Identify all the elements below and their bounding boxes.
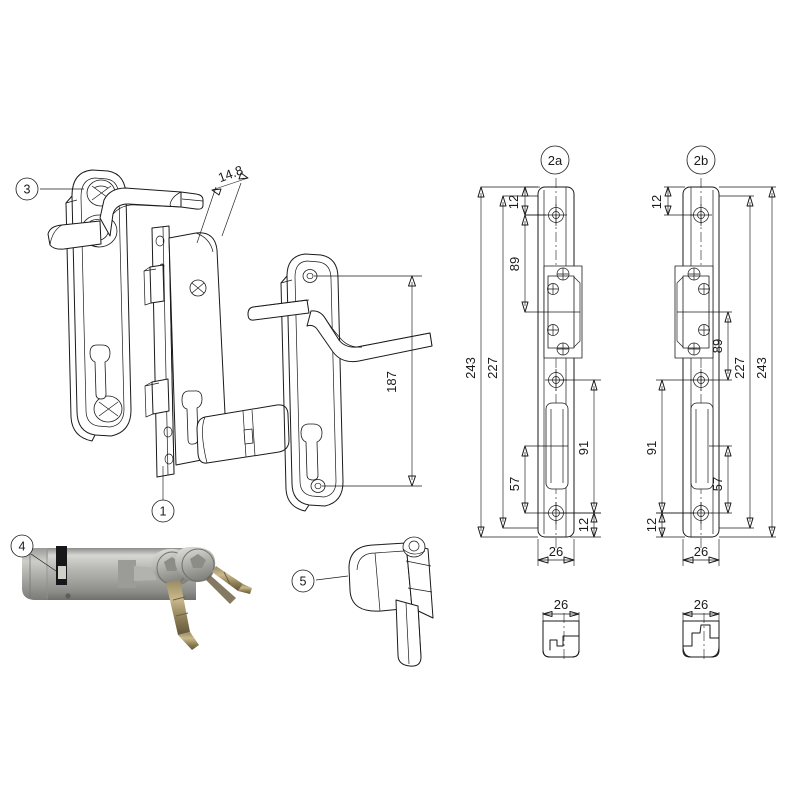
dim-2a-26-label: 26 (549, 544, 563, 559)
dim-2a-89: 89 (507, 214, 580, 313)
dim-2a-12-bottom-label: 12 (576, 518, 591, 532)
dim-2b-91-label: 91 (644, 441, 659, 455)
dim-2b-89-label: 89 (710, 339, 725, 353)
section-b-26-label: 26 (694, 597, 708, 612)
dim-2a-243: 243 (463, 186, 538, 538)
left-handle-backplate (47, 169, 204, 442)
balloon-5[interactable]: 5 (291, 569, 349, 593)
balloon-3-label: 3 (24, 183, 31, 197)
dim-2a-57-label: 57 (507, 477, 522, 491)
dim-2b-26-label: 26 (694, 544, 708, 559)
latch-keep-bracket (348, 536, 434, 667)
balloon-1[interactable]: 1 (151, 466, 175, 523)
view-label-2a: 2a (540, 145, 570, 175)
dim-2a-12-top-label: 12 (506, 195, 521, 209)
dim-2b-227: 227 (719, 195, 754, 529)
mortise-lock-body (143, 225, 228, 478)
dim-2b-12-top: 12 (649, 186, 694, 216)
dimension-187: 187 (314, 275, 422, 487)
dim-2a-91-label: 91 (576, 441, 591, 455)
dim-2b-12-bottom-label: 12 (644, 518, 659, 532)
section-profile-a: 26 (542, 597, 580, 662)
dim-2a-227: 227 (485, 195, 538, 529)
dim-2b-243: 243 (719, 186, 776, 538)
section-profile-b: 26 (682, 597, 720, 662)
balloon-4-label: 4 (19, 540, 26, 554)
dim-2a-26: 26 (537, 539, 575, 566)
view-label-2b: 2b (686, 145, 716, 175)
dim-2a-243-label: 243 (463, 357, 478, 379)
dim-2b-89: 89 (677, 311, 732, 381)
dim-2a-57: 57 (507, 445, 568, 514)
dim-2b-12-bottom: 12 (644, 512, 694, 538)
right-handle-backplate (247, 253, 433, 512)
dim-2a-89-label: 89 (507, 257, 522, 271)
dim-2b-57-label: 57 (710, 477, 725, 491)
dim-2b-227-label: 227 (732, 357, 747, 379)
balloon-1-label: 1 (160, 505, 167, 519)
dim-14-8-label: 14.8 (216, 162, 245, 185)
balloon-4[interactable]: 4 (10, 534, 57, 572)
section-a-26-label: 26 (554, 597, 568, 612)
view-2a-label: 2a (548, 153, 563, 168)
euro-profile-cylinder-with-keys (22, 546, 252, 650)
balloon-3[interactable]: 3 (15, 177, 84, 201)
assembly-cylinder (196, 404, 290, 464)
striker-plate-2a: 243 227 89 57 (463, 178, 601, 566)
view-2b-label: 2b (694, 153, 708, 168)
dim-2b-26: 26 (682, 539, 720, 566)
balloon-5-label: 5 (300, 575, 307, 589)
dim-2b-57: 57 (709, 445, 732, 514)
dim-2b-243-label: 243 (754, 357, 769, 379)
dim-2a-12-top: 12 (506, 186, 546, 216)
striker-plate-2b: 243 227 89 57 (644, 178, 776, 566)
dim-187-label: 187 (384, 371, 399, 393)
dim-2a-227-label: 227 (485, 357, 500, 379)
dimension-14-8: 14.8 (196, 162, 249, 244)
dim-2b-12-top-label: 12 (649, 195, 664, 209)
dim-2a-12-bottom: 12 (560, 512, 601, 538)
dim-2a-91: 91 (560, 379, 601, 514)
